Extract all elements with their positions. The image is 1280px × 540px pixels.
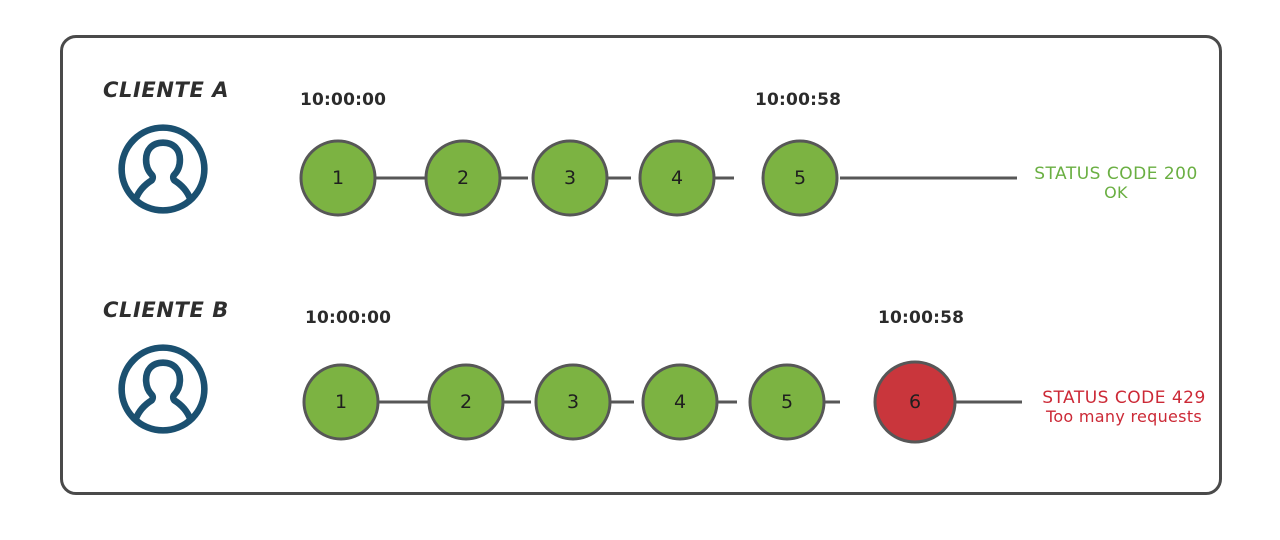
request-node-1-label: 1 — [332, 167, 344, 189]
request-node-1[interactable] — [302, 363, 380, 441]
status-message-a: OK — [1104, 183, 1128, 203]
diagram-frame — [60, 35, 1222, 495]
request-chain-b: 1 2 3 4 5 6 — [302, 360, 1022, 444]
timestamp-start-a: 10:00:00 — [300, 90, 387, 110]
status-code-b: STATUS CODE 429 — [1042, 388, 1206, 408]
client-label-a: CLIENTE A — [103, 78, 230, 102]
status-badge-a: STATUS CODE 200 OK — [1026, 164, 1206, 203]
request-node-1[interactable] — [299, 139, 377, 217]
user-avatar-icon — [116, 342, 210, 436]
client-row-cliente-b: CLIENTE B 10:00:00 10:00:58 1 — [0, 290, 1280, 490]
request-node-5-label: 5 — [794, 167, 806, 189]
timestamp-start-b: 10:00:00 — [305, 308, 392, 328]
request-node-3-label: 3 — [564, 167, 576, 189]
request-chain-a: 1 2 3 4 5 — [299, 139, 1017, 217]
request-node-2[interactable] — [427, 363, 505, 441]
client-row-cliente-a: CLIENTE A 10:00:00 10:00:58 1 2 — [0, 70, 1280, 270]
request-node-5[interactable] — [748, 363, 826, 441]
request-node-4[interactable] — [638, 139, 716, 217]
status-code-a: STATUS CODE 200 — [1034, 164, 1198, 184]
user-avatar-icon — [116, 122, 210, 216]
request-node-2[interactable] — [424, 139, 502, 217]
request-node-2-label: 2 — [457, 167, 469, 189]
request-node-5-label: 5 — [781, 391, 793, 413]
request-node-4-label: 4 — [674, 391, 686, 413]
request-node-6[interactable] — [873, 360, 957, 444]
request-node-4[interactable] — [641, 363, 719, 441]
request-node-5[interactable] — [761, 139, 839, 217]
request-node-3[interactable] — [534, 363, 612, 441]
status-message-b: Too many requests — [1045, 407, 1203, 427]
request-node-2-label: 2 — [460, 391, 472, 413]
request-node-3[interactable] — [531, 139, 609, 217]
request-node-1-label: 1 — [335, 391, 347, 413]
status-badge-b: STATUS CODE 429 Too many requests — [1024, 388, 1224, 427]
timestamp-end-b: 10:00:58 — [878, 308, 965, 328]
request-node-6-label: 6 — [909, 391, 921, 413]
timestamp-end-a: 10:00:58 — [755, 90, 842, 110]
client-label-b: CLIENTE B — [103, 298, 229, 322]
request-node-3-label: 3 — [567, 391, 579, 413]
request-node-4-label: 4 — [671, 167, 683, 189]
